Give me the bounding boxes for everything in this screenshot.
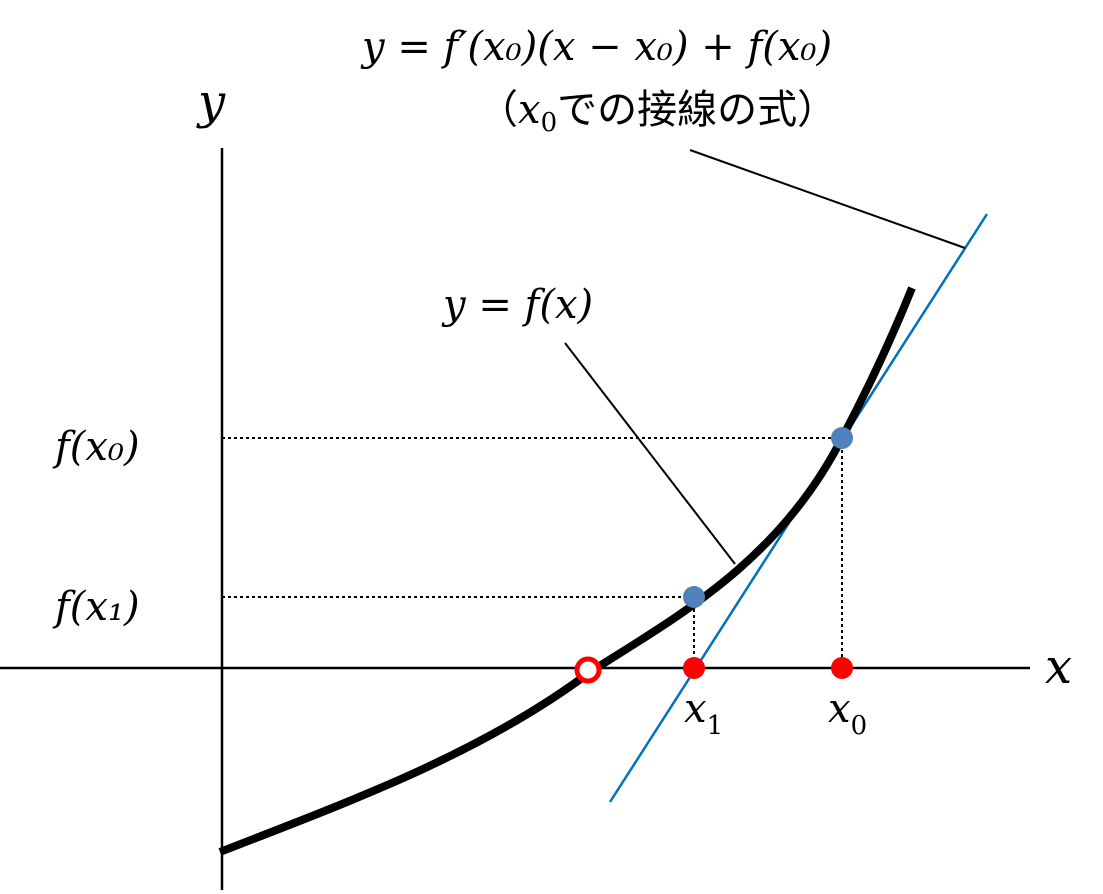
point-x1-on-axis xyxy=(683,657,705,679)
x0-label: x0 xyxy=(828,686,867,741)
y-axis-label: y xyxy=(196,74,226,130)
tangent-equation: y = f′(x₀)(x − x₀) + f(x₀) xyxy=(360,24,832,70)
point-x0-on-curve xyxy=(831,427,853,449)
x0-label-var: x xyxy=(828,686,851,732)
fx0-label: f(x₀) xyxy=(52,424,140,470)
tangent-caption-var: x xyxy=(518,87,541,133)
tangent-caption-text: での接線の式） xyxy=(557,87,837,133)
root-marker xyxy=(574,656,602,684)
fx1-label: f(x₁) xyxy=(52,584,140,630)
tangent-callout-line xyxy=(689,149,966,249)
x-axis-label: x xyxy=(1045,639,1072,695)
x1-label-sub: 1 xyxy=(707,711,724,741)
x1-label-var: x xyxy=(684,686,707,732)
curve-equation: y = f(x) xyxy=(441,282,593,328)
x0-label-sub: 0 xyxy=(851,711,868,741)
curve-f xyxy=(218,286,916,856)
point-x0-on-axis xyxy=(831,657,853,679)
curve-callout-line xyxy=(564,342,736,565)
tangent-caption: （x0での接線の式） xyxy=(478,87,837,138)
point-x1-on-curve xyxy=(683,586,705,608)
tangent-caption-open: （ xyxy=(478,87,518,133)
x1-label: x1 xyxy=(684,686,723,741)
tangent-caption-sub: 0 xyxy=(541,108,558,138)
